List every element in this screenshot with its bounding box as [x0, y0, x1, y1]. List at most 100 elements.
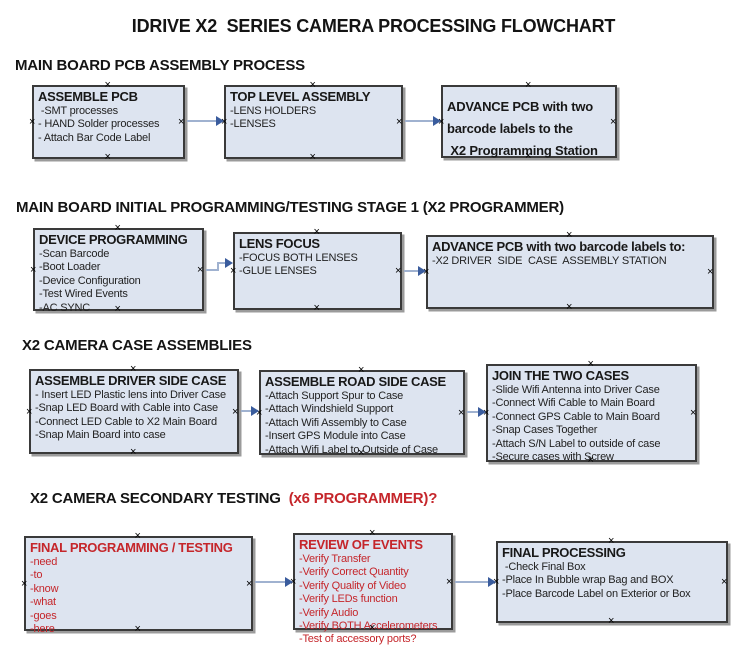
box-item: - HAND Solder processes: [38, 118, 160, 131]
anchor-marker: [608, 617, 616, 625]
box-item: -LENS HOLDERS: [230, 105, 317, 117]
box-item: -Attach S/N Label to outside of case: [492, 437, 661, 450]
flow-box-advance-to-programming-station: ADVANCE PCB with two barcode labels to t…: [438, 81, 617, 160]
connector-line: [217, 263, 219, 271]
box-item: -Boot Loader: [39, 261, 101, 274]
flow-box-assemble-pcb: ASSEMBLE PCB -SMT processes - HAND Solde…: [29, 81, 185, 161]
anchor-marker: [566, 303, 574, 311]
box-item: -Device Configuration: [39, 274, 141, 287]
box-title-line: barcode labels to the: [447, 121, 573, 136]
anchor-marker: [707, 268, 715, 276]
box-item: -Insert GPS Module into Case: [265, 430, 406, 443]
anchor-marker: [310, 153, 318, 161]
box-item: -Attach Wifi Label to Outside of Case: [265, 443, 438, 456]
connector-arrowhead-icon: [478, 407, 486, 417]
box-item: -GLUE LENSES: [239, 265, 317, 278]
box-title: REVIEW OF EVENTS: [299, 537, 423, 552]
section-header-red-part: (x6 PROGRAMMER)?: [288, 490, 438, 507]
flow-box-final-programming-testing: FINAL PROGRAMMING / TESTING -need -to -k…: [21, 532, 253, 635]
box-item: -Snap LED Board with Cable into Case: [35, 402, 218, 415]
box-item: -Verify Transfer: [299, 553, 371, 565]
box-item: -Verify Audio: [299, 606, 359, 619]
box-item: -what: [30, 596, 56, 609]
box-item: -Place Barcode Label on Exterior or Box: [502, 587, 691, 600]
flow-box-assemble-driver-side-case: ASSEMBLE DRIVER SIDE CASE - Insert LED P…: [26, 365, 239, 456]
box-item: -X2 DRIVER SIDE CASE ASSEMBLY STATION: [432, 255, 667, 267]
flow-box-top-level-assembly: TOP LEVEL ASSEMBLY -LENS HOLDERS -LENSES: [221, 81, 403, 161]
section-header-black-part: X2 CAMERA SECONDARY TESTING: [30, 490, 289, 507]
box-item: -FOCUS BOTH LENSES: [239, 252, 358, 264]
anchor-marker: [105, 153, 113, 161]
section-header-pcb-assembly: MAIN BOARD PCB ASSEMBLY PROCESS: [15, 57, 305, 74]
box-item: -Scan Barcode: [39, 248, 110, 260]
connector-line: [217, 262, 225, 264]
box-item: -AC SYNC: [39, 301, 90, 314]
box-item: -need: [30, 556, 58, 568]
box-item: -Verify LEDs function: [299, 593, 398, 606]
box-title: ASSEMBLE ROAD SIDE CASE: [265, 374, 446, 389]
flow-box-lens-focus: LENS FOCUS -FOCUS BOTH LENSES -GLUE LENS…: [230, 228, 402, 312]
box-item: -Snap Main Board into case: [35, 429, 166, 442]
box-item: -Attach Support Spur to Case: [265, 390, 404, 402]
connector-line: [255, 581, 286, 583]
box-item: -Verify Correct Quantity: [299, 566, 409, 579]
box-item: -Connect Wifi Cable to Main Board: [492, 397, 655, 410]
box-item: -Secure cases with Screw: [492, 451, 614, 464]
box-item: -LENSES: [230, 118, 276, 131]
flow-box-device-programming: DEVICE PROGRAMMING -Scan Barcode -Boot L…: [30, 224, 204, 314]
section-header-initial-programming: MAIN BOARD INITIAL PROGRAMMING/TESTING S…: [16, 199, 564, 216]
box-title: ASSEMBLE DRIVER SIDE CASE: [35, 373, 227, 388]
box-title: FINAL PROGRAMMING / TESTING: [30, 540, 233, 555]
box-item: -Connect GPS Cable to Main Board: [492, 410, 660, 423]
box-title: FINAL PROCESSING: [502, 545, 626, 560]
box-item: -Attach Wifi Assembly to Case: [265, 416, 407, 429]
connector-line: [206, 269, 219, 271]
box-item: -Place In Bubble wrap Bag and BOX: [502, 574, 674, 587]
box-item: -SMT processes: [38, 105, 118, 117]
connector-line: [405, 120, 433, 122]
box-title-line: X2 Programming Station: [447, 143, 598, 158]
box-item: -Check Final Box: [502, 561, 586, 573]
connector-arrowhead-icon: [433, 116, 441, 126]
box-item: -Attach Windshield Support: [265, 403, 394, 416]
connector-line: [187, 120, 217, 122]
flow-box-advance-to-case-assembly: ADVANCE PCB with two barcode labels to: …: [423, 231, 715, 311]
box-item: -Connect LED Cable to X2 Main Board: [35, 415, 217, 428]
flow-box-assemble-road-side-case: ASSEMBLE ROAD SIDE CASE -Attach Support …: [256, 366, 465, 457]
connector-arrowhead-icon: [285, 577, 293, 587]
connector-arrowhead-icon: [488, 577, 496, 587]
box-title: TOP LEVEL ASSEMBLY: [230, 89, 371, 104]
box-item: -goes: [30, 609, 57, 622]
connector-arrowhead-icon: [216, 116, 224, 126]
section-header-case-assemblies: X2 CAMERA CASE ASSEMBLIES: [22, 337, 252, 354]
connector-arrowhead-icon: [418, 266, 426, 276]
box-title: JOIN THE TWO CASES: [492, 368, 629, 383]
anchor-marker: [130, 448, 138, 456]
box-title: LENS FOCUS: [239, 236, 320, 251]
flow-box-join-the-two-cases: JOIN THE TWO CASES -Slide Wifi Antenna i…: [483, 360, 697, 464]
connector-arrowhead-icon: [225, 258, 233, 268]
page-title: IDRIVE X2 SERIES CAMERA PROCESSING FLOWC…: [131, 16, 616, 36]
connector-line: [404, 270, 419, 272]
connector-line: [455, 581, 489, 583]
box-title: ADVANCE PCB with two barcode labels to:: [432, 239, 686, 254]
box-item: -here: [30, 623, 55, 636]
box-title-line: ADVANCE PCB with two: [447, 99, 593, 114]
flow-box-review-of-events: REVIEW OF EVENTS -Verify Transfer -Verif…: [290, 529, 453, 645]
box-title: ASSEMBLE PCB: [38, 89, 138, 104]
anchor-marker: [314, 304, 322, 312]
box-item: - Attach Bar Code Label: [38, 131, 151, 144]
connector-line: [467, 411, 479, 413]
box-item: -Test of accessory ports?: [299, 633, 417, 646]
box-title: DEVICE PROGRAMMING: [39, 232, 188, 247]
box-item: -know: [30, 582, 59, 595]
flow-box-final-processing: FINAL PROCESSING -Check Final Box -Place…: [493, 537, 728, 625]
box-item: - Insert LED Plastic lens into Driver Ca…: [35, 389, 226, 401]
connector-line: [241, 410, 252, 412]
box-item: -to: [30, 569, 43, 582]
connector-arrowhead-icon: [251, 406, 259, 416]
box-item: -Slide Wifi Antenna into Driver Case: [492, 384, 660, 396]
box-item: -Test Wired Events: [39, 288, 128, 301]
section-header-secondary-testing: X2 CAMERA SECONDARY TESTING (x6 PROGRAMM…: [30, 490, 437, 507]
box-item: -Verify BOTH Accelerometers: [299, 620, 438, 633]
